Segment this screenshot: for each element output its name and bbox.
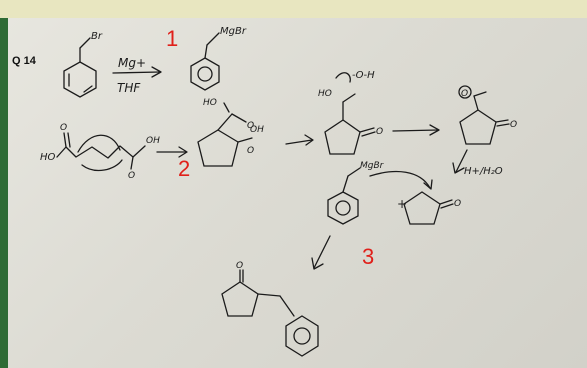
question-label: Q 14 [12, 55, 36, 67]
left-stripe [0, 18, 8, 368]
water-label: -O-H [352, 70, 375, 81]
svg-text:O: O [128, 171, 135, 181]
ho-ring-label: HO [203, 98, 217, 108]
svg-text:O: O [60, 123, 67, 133]
svg-text:O: O [236, 261, 243, 271]
svg-text:O: O [376, 127, 383, 137]
svg-text:O: O [247, 121, 254, 131]
ho-label: HO [40, 152, 56, 163]
ho-wedge-label: HO [318, 89, 332, 99]
step-number-1: 1 [166, 26, 179, 51]
benzylmagnesium-bromide-structure: MgBr [190, 26, 247, 91]
acid-workup-arrow: H+/H₂O [452, 149, 503, 177]
svg-text:OH: OH [250, 125, 264, 135]
grignard-plus-ketone: MgBr + O [327, 161, 461, 225]
mgbr-2-label: MgBr [360, 161, 385, 171]
svg-text:O: O [454, 199, 461, 209]
oh-label: OH [146, 136, 160, 146]
acid-water-reagent: H+/H₂O [464, 166, 503, 177]
enolate-structure: O O [458, 85, 517, 145]
benzyl-bromide-structure: Br [63, 31, 103, 98]
mg-reagent: Mg+ [118, 56, 146, 70]
top-band [0, 0, 587, 18]
adipic-acid-structure: HO O O OH [40, 123, 160, 181]
step-number-2: 2 [178, 156, 191, 181]
bromine-label: Br [91, 31, 103, 42]
step-number-3: 3 [362, 244, 375, 269]
grignard-arrow: Mg+ THF [112, 56, 162, 95]
svg-text:O: O [247, 146, 254, 156]
svg-text:+: + [397, 197, 407, 211]
svg-text:O: O [510, 120, 517, 130]
paper-sheet [8, 18, 587, 368]
thf-reagent: THF [117, 81, 141, 95]
beta-keto-acid-structure: O HO -O-H [318, 70, 383, 155]
svg-text:O: O [461, 89, 468, 99]
2-benzylcyclopentanone-structure: O [221, 261, 319, 357]
cyclic-tetrahedral-intermediate: HO O OH O [197, 98, 264, 167]
mgbr-label: MgBr [220, 26, 247, 37]
